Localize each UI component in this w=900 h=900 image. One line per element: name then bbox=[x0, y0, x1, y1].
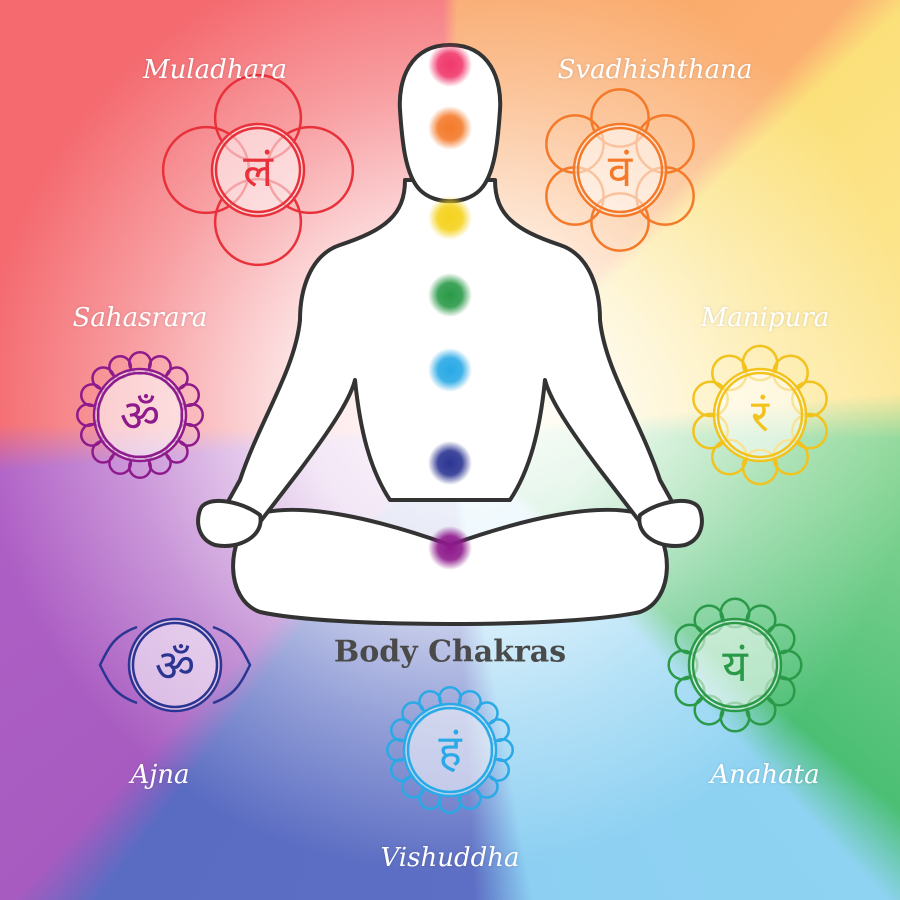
chakra-glyph: लं bbox=[243, 146, 274, 197]
chakra-glyph: रं bbox=[751, 391, 770, 442]
chakra-symbol-anahata: यं bbox=[667, 597, 803, 733]
chakra-dot bbox=[428, 348, 472, 392]
chakra-dot bbox=[428, 273, 472, 317]
chakra-glyph: यं bbox=[722, 641, 749, 692]
chakra-label: Vishuddha bbox=[380, 843, 520, 873]
chakra-glyph: ॐ bbox=[120, 391, 160, 442]
chakra-label: Anahata bbox=[710, 760, 820, 790]
chakra-dot bbox=[428, 526, 472, 570]
chakra-label: Muladhara bbox=[142, 55, 288, 85]
figure-hand-right bbox=[637, 498, 704, 548]
chakra-label: Ajna bbox=[130, 760, 190, 790]
chakra-symbol-muladhara: लं bbox=[161, 73, 355, 267]
chakra-glyph: हं bbox=[438, 726, 462, 777]
chakra-glyph: ॐ bbox=[155, 641, 195, 692]
diagram-title: Body Chakras bbox=[333, 634, 567, 670]
chakra-symbol-sahasrara: ॐ bbox=[76, 351, 204, 479]
chakra-dot bbox=[428, 441, 472, 485]
chakra-dot bbox=[428, 196, 472, 240]
chakra-dot bbox=[428, 106, 472, 150]
chakra-label: Manipura bbox=[700, 303, 830, 333]
chakra-label: Sahasrara bbox=[72, 303, 208, 333]
chakra-dot bbox=[428, 43, 472, 87]
chakra-label: Svadhishthana bbox=[557, 55, 753, 85]
chakra-symbol-manipura: रं bbox=[692, 344, 828, 486]
chakra-glyph: वं bbox=[608, 146, 634, 197]
figure-hand-left bbox=[196, 498, 263, 548]
chakra-symbol-vishuddha: हं bbox=[386, 686, 514, 814]
chakra-symbol-ajna: ॐ bbox=[98, 617, 252, 713]
chakra-symbol-svadhishthana: वं bbox=[545, 88, 695, 252]
